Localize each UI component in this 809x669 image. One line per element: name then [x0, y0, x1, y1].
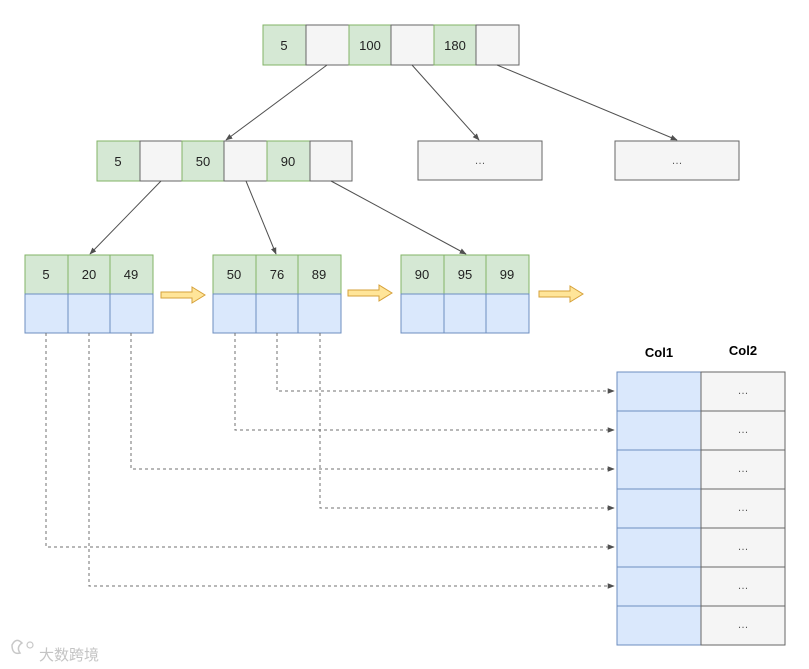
- leaf-key: 90: [415, 267, 429, 282]
- table-cell-ellipsis: …: [738, 580, 749, 592]
- root-key: 180: [444, 38, 466, 53]
- table-cell-col1: [616, 527, 702, 568]
- root-key: 5: [280, 38, 287, 53]
- root-node: 5 100 180: [262, 24, 520, 66]
- leaf-key-cell: [443, 254, 487, 295]
- table-cell-ellipsis: …: [738, 619, 749, 631]
- leaf-key-cell: [212, 254, 257, 295]
- leaf-key: 49: [124, 267, 138, 282]
- watermark-dot-icon: [26, 641, 34, 649]
- table-cell-col1: [616, 488, 702, 529]
- leaf-data-cell: [297, 293, 342, 334]
- leaf-data-cell: [400, 293, 445, 334]
- root-key: 100: [359, 38, 381, 53]
- tree-edge: [330, 180, 467, 255]
- leaf-key-cell: [297, 254, 342, 295]
- leaf-key: 89: [312, 267, 326, 282]
- table-cell-ellipsis: …: [738, 463, 749, 475]
- row-pointer-line: [130, 333, 615, 472]
- row-pointer-line: [88, 333, 615, 589]
- internal-key: 50: [196, 154, 210, 169]
- leaf-data-cell: [485, 293, 530, 334]
- table-cell-col1: [616, 605, 702, 646]
- leaf-node: 90 95 99: [400, 254, 530, 334]
- leaf-data-cell: [67, 293, 111, 334]
- watermark: 大数跨境: [11, 639, 99, 664]
- leaf-key-cell: [485, 254, 530, 295]
- tree-edge: [411, 64, 480, 141]
- placeholder-ellipsis: …: [475, 155, 486, 167]
- internal-node: 5 50 90: [96, 140, 353, 182]
- row-pointer-line: [276, 333, 615, 394]
- internal-key: 90: [281, 154, 295, 169]
- tree-edge: [245, 180, 277, 255]
- root-key-cell: [262, 24, 307, 66]
- internal-pointer-cell: [139, 140, 183, 182]
- table-cell-ellipsis: …: [738, 541, 749, 553]
- tree-edge: [89, 180, 162, 255]
- leaf-key-cell: [109, 254, 154, 295]
- table-cell-col2: [700, 449, 786, 490]
- leaf-key: 20: [82, 267, 96, 282]
- placeholder-ellipsis: …: [672, 155, 683, 167]
- data-table: … … … … … … …: [616, 371, 786, 646]
- table-cell-col2: [700, 527, 786, 568]
- leaf-data-cell: [255, 293, 299, 334]
- next-leaf-arrow: [538, 285, 584, 303]
- row-pointer-line: [234, 333, 615, 433]
- tree-edge: [496, 64, 678, 141]
- watermark-logo-icon: [11, 639, 24, 655]
- leaf-key: 50: [227, 267, 241, 282]
- table-cell-col1: [616, 371, 702, 412]
- table-cell-col1: [616, 410, 702, 451]
- table-cell-ellipsis: …: [738, 424, 749, 436]
- leaf-data-cell: [212, 293, 257, 334]
- leaf-data-cell: [443, 293, 487, 334]
- leaf-key: 99: [500, 267, 514, 282]
- root-pointer-cell: [305, 24, 350, 66]
- table-cell-col2: [700, 566, 786, 607]
- table-cell-col1: [616, 449, 702, 490]
- internal-pointer-cell: [309, 140, 353, 182]
- leaf-data-cell: [24, 293, 69, 334]
- table-header-col2: Col2: [729, 343, 757, 358]
- watermark-text: 大数跨境: [39, 646, 99, 664]
- root-pointer-cell: [475, 24, 520, 66]
- leaf-key-cell: [67, 254, 111, 295]
- next-leaf-arrow: [160, 286, 206, 304]
- root-key-cell: [348, 24, 392, 66]
- internal-key-cell: [181, 140, 225, 182]
- root-key-cell: [433, 24, 477, 66]
- table-cell-ellipsis: …: [738, 502, 749, 514]
- next-leaf-arrow: [347, 284, 393, 302]
- placeholder-node: [614, 140, 740, 181]
- internal-pointer-cell: [223, 140, 268, 182]
- table-header-col1: Col1: [645, 345, 673, 360]
- leaf-key: 76: [270, 267, 284, 282]
- leaf-data-cell: [109, 293, 154, 334]
- leaf-node: 50 76 89: [212, 254, 342, 334]
- leaf-key: 5: [42, 267, 49, 282]
- table-cell-col2: [700, 488, 786, 529]
- leaf-key: 95: [458, 267, 472, 282]
- table-cell-col2: [700, 605, 786, 646]
- tree-edge: [225, 64, 328, 141]
- root-pointer-cell: [390, 24, 435, 66]
- internal-key: 5: [114, 154, 121, 169]
- table-cell-col1: [616, 566, 702, 607]
- table-cell-col2: [700, 371, 786, 412]
- placeholder-node: [417, 140, 543, 181]
- table-cell-col2: [700, 410, 786, 451]
- leaf-node: 5 20 49: [24, 254, 154, 334]
- internal-key-cell: [266, 140, 311, 182]
- table-cell-ellipsis: …: [738, 385, 749, 397]
- row-pointer-line: [319, 333, 615, 511]
